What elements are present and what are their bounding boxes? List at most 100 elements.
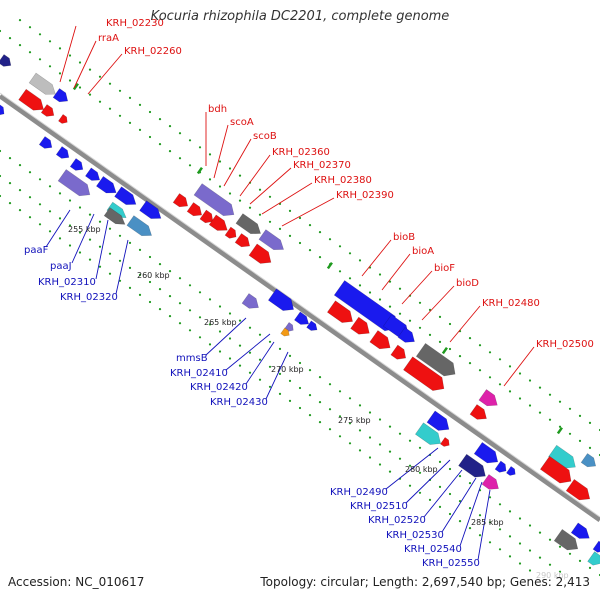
gene-feature [193,183,235,217]
guide-dot [538,531,542,534]
guide-dot [588,446,592,449]
gene-feature [539,455,572,484]
gene-label-reverse: KRH_02550 [422,558,480,569]
gene-label-reverse: KRH_02530 [386,530,444,541]
leader-line [401,270,433,305]
gene-feature [172,193,189,208]
guide-dot [158,118,162,121]
guide-dot [468,507,472,510]
guide-dot [238,174,242,177]
guide-dot [168,295,172,298]
tick-mark [196,166,203,175]
guide-dot [428,333,432,336]
leader-line [449,305,481,343]
guide-dot [548,563,552,566]
guide-dot [128,286,132,289]
guide-dot [448,467,452,471]
guide-dot [328,408,332,411]
guide-dot [108,252,112,255]
guide-dot [318,231,322,234]
guide-dot [8,37,12,40]
guide-dot [358,259,362,262]
guide-dot [108,227,112,230]
guide-dot [478,534,482,537]
guide-dot [238,364,242,367]
guide-dot [128,121,132,124]
guide-dot [228,357,232,360]
gene-feature [553,529,579,551]
guide-dot [0,29,2,33]
guide-dot [8,157,12,160]
guide-dot [458,475,462,478]
guide-dot [168,270,172,273]
guide-dot [198,291,202,294]
guide-dot [508,390,512,393]
guide-dot [418,301,422,304]
guide-dot [118,259,122,262]
guide-dot [558,400,562,403]
tick-mark [441,346,448,355]
guide-dot [158,308,162,311]
guide-dot [38,178,42,181]
guide-dot [368,291,372,294]
guide-dot [288,354,292,357]
guide-dot [318,256,322,259]
map-title: Kocuria rhizophila DC2201, complete geno… [150,9,450,24]
guide-dot [28,196,32,199]
guide-dot [18,44,22,47]
guide-dot [178,302,182,305]
guide-dot [258,188,262,191]
guide-dot [228,312,232,315]
gene-feature [69,158,84,171]
guide-dot [68,199,72,202]
leader-line [361,239,392,277]
guide-dot [138,128,142,131]
backbone-highlight [0,92,600,518]
guide-dot [508,510,512,513]
guide-dot [288,399,292,402]
gene-label-forward: KRH_02390 [336,190,394,201]
gene-feature [224,226,237,239]
gene-label-forward: KRH_02500 [536,339,594,350]
guide-dot [208,343,212,346]
leader-line [95,219,109,280]
leader-line [205,317,247,356]
guide-dot [488,376,492,379]
guide-dot [348,252,352,255]
gene-label-reverse: KRH_02320 [60,292,118,303]
gene-feature [199,209,214,224]
gene-feature [267,288,294,311]
gene-feature [473,442,499,464]
gene-feature [55,146,70,159]
gene-label-forward: KRH_02360 [272,147,330,158]
guide-dot [248,206,252,209]
guide-dot [188,164,192,167]
guide-dot [378,418,382,421]
guide-dot [148,255,152,259]
guide-dot [138,293,142,296]
guide-dot [258,213,262,216]
guide-dot [338,245,342,248]
guide-dot [88,93,92,96]
guide-dot [468,362,472,365]
guide-dot [48,210,52,213]
gene-features [0,54,600,566]
guide-dot [98,75,102,78]
guide-dot [328,428,332,431]
guide-dot [208,298,212,301]
label-leader-lines [45,25,535,561]
backbone-line [0,93,600,523]
guide-dot [588,421,592,424]
leader-line [71,213,95,264]
gene-feature [469,404,487,420]
guide-dot [268,340,272,343]
guide-dot [18,209,22,212]
guide-dot [28,216,32,219]
leader-line [73,40,97,89]
leader-line [503,346,535,387]
gene-feature [478,389,498,407]
guide-dot [348,277,352,280]
tick-mark [326,261,333,270]
